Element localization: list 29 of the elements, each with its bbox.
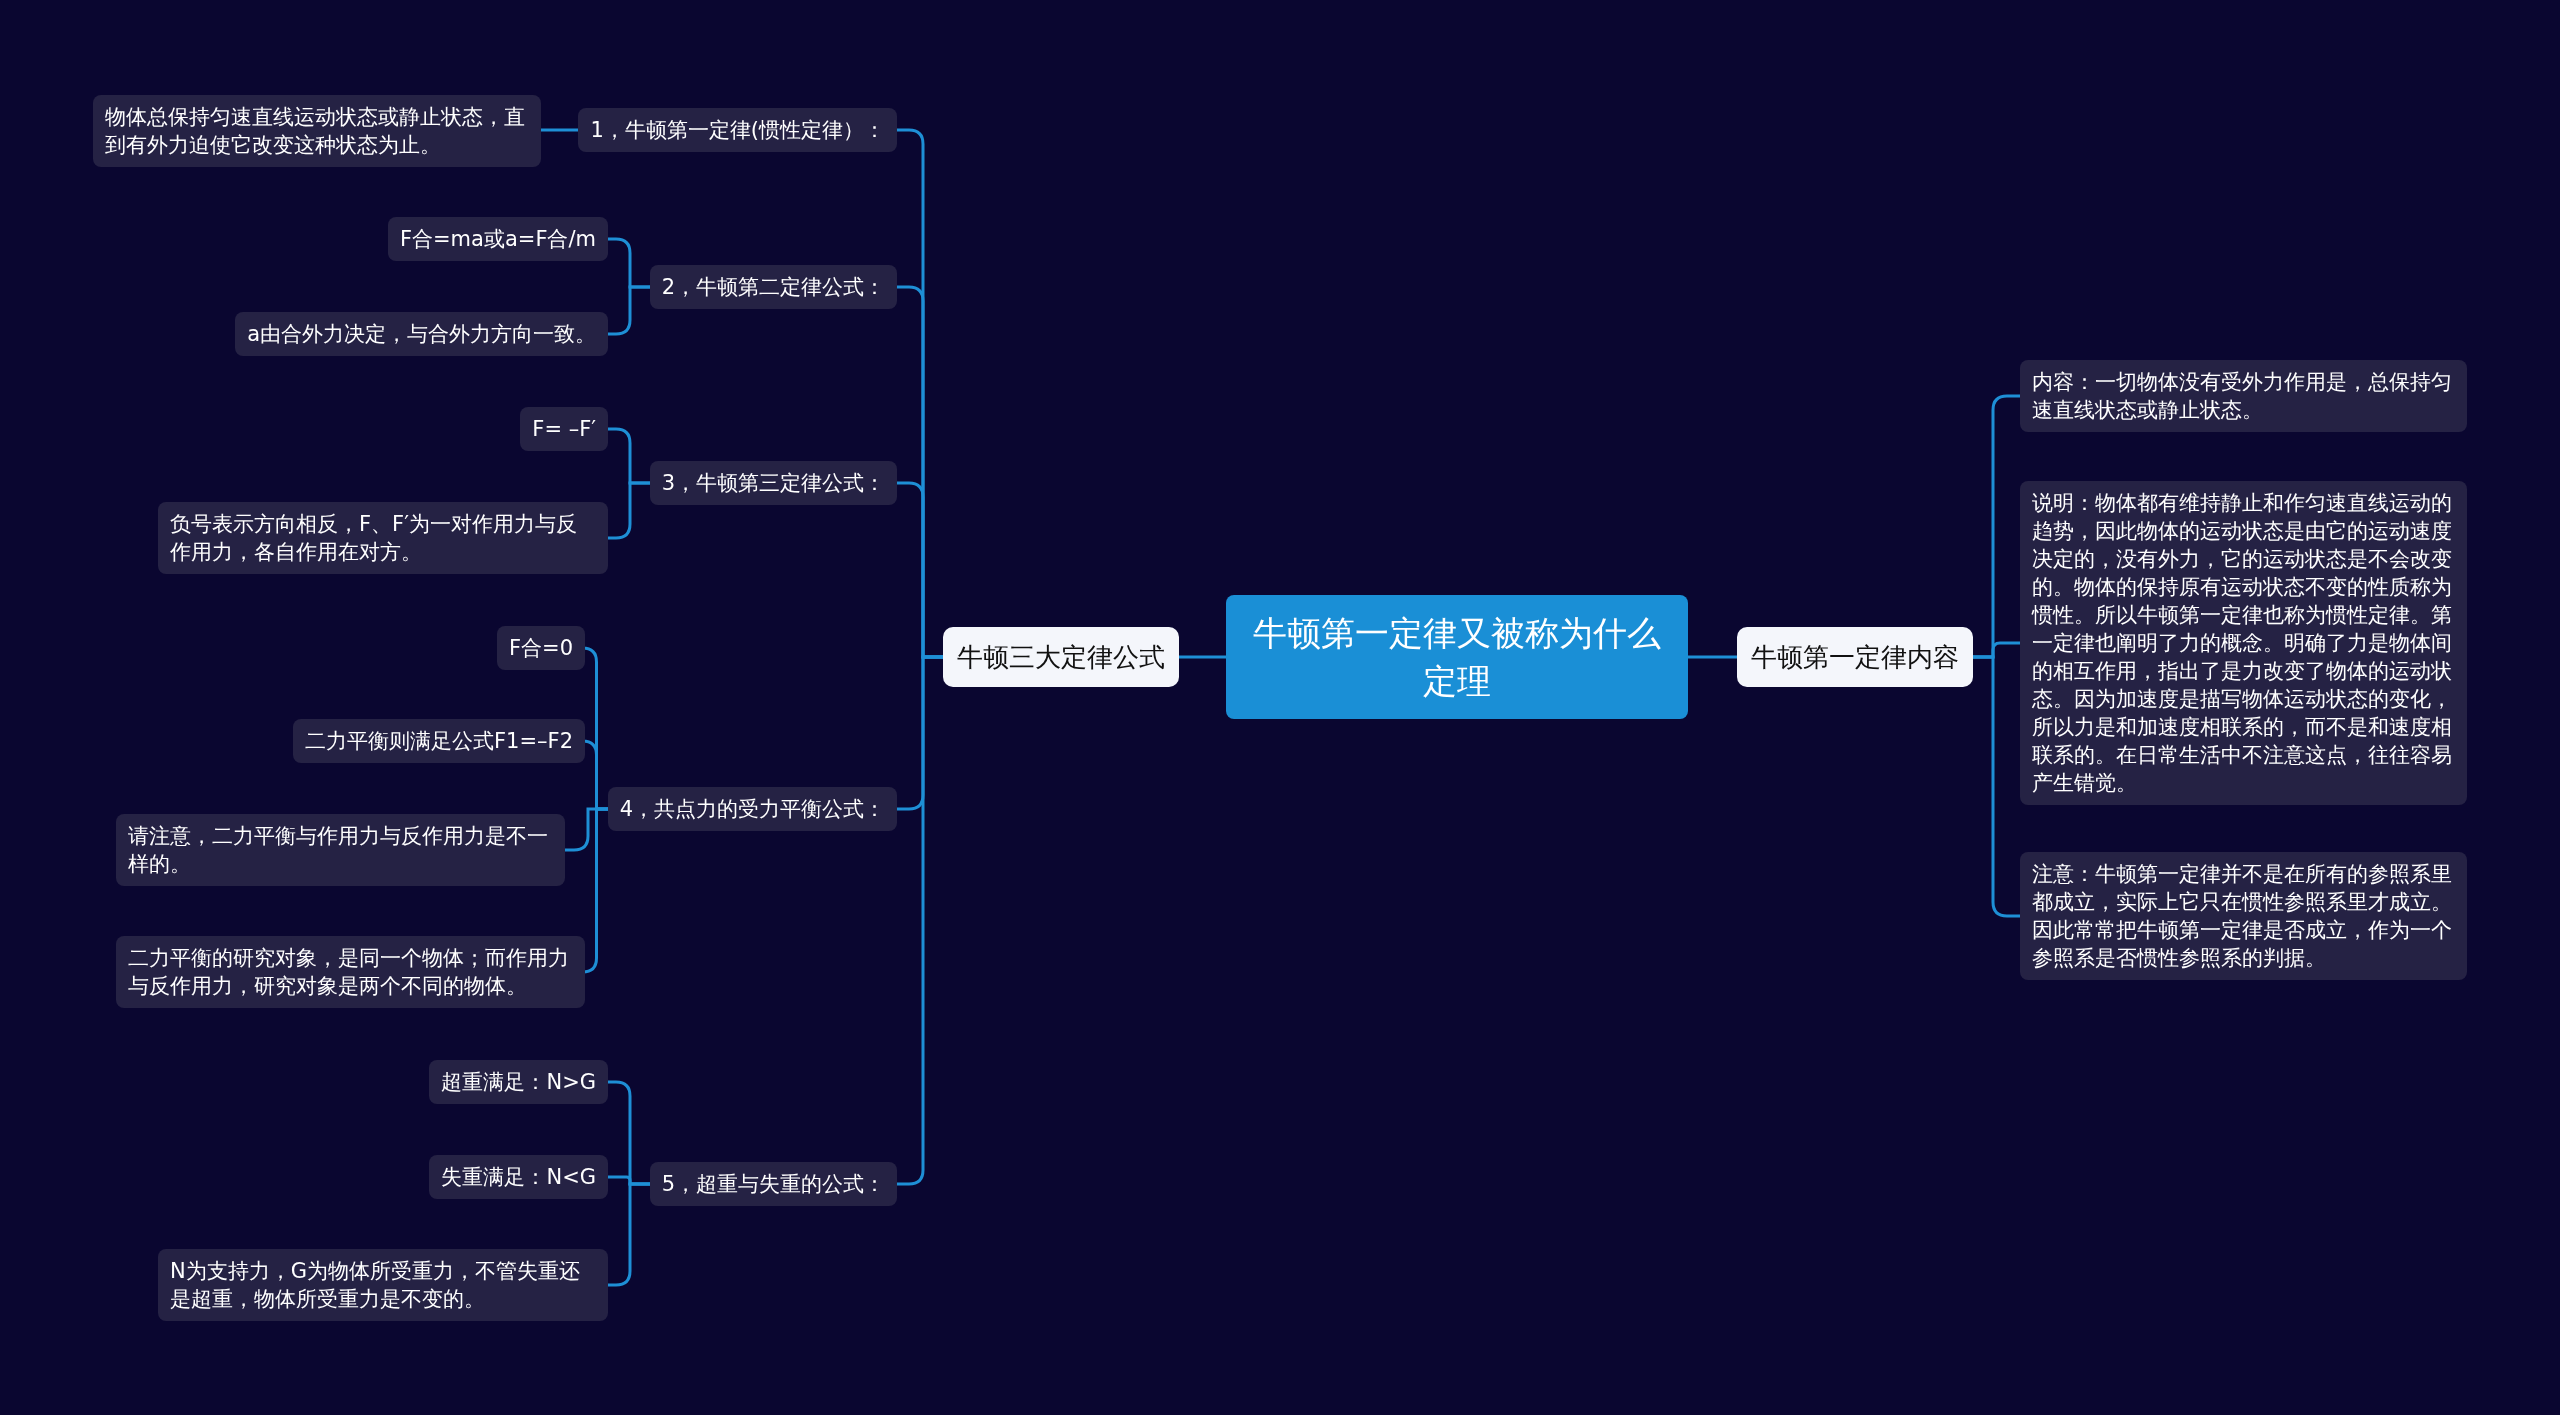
connector-line [1688,655,1737,659]
note-box: 失重满足：N<G [429,1155,608,1199]
note-box: 二力平衡的研究对象，是同一个物体；而作用力与反作用力，研究对象是两个不同的物体。 [116,936,585,1008]
note-box: 注意：牛顿第一定律并不是在所有的参照系里都成立，实际上它只在惯性参照系里才成立。因此常常把牛顿第一定律是否成立，作为一个参照系是否惯性参照系的判据。 [2020,852,2467,980]
note-box: 超重满足：N>G [429,1060,608,1104]
note-box: 4，共点力的受力平衡公式： [607,787,897,831]
topic-box: 牛顿第一定律又被称为什么定理 [1226,595,1688,719]
note-box: a由合外力决定，与合外力方向一致。 [235,312,608,356]
note-box: F= –F′ [520,407,608,451]
branch-box: 牛顿第一定律内容 [1737,627,1973,687]
branch-box: 牛顿三大定律公式 [943,627,1179,687]
note-box: 请注意，二力平衡与作用力与反作用力是不一样的。 [116,814,565,886]
note-box: 2，牛顿第二定律公式： [649,265,897,309]
note-box: 物体总保持匀速直线运动状态或静止状态，直到有外力迫使它改变这种状态为止。 [93,95,541,167]
connector-line [608,1182,650,1287]
note-box: 二力平衡则满足公式F1=–F2 [293,719,585,763]
connector-line [1179,655,1226,659]
note-box: 5，超重与失重的公式： [649,1162,897,1206]
note-box: N为支持力，G为物体所受重力，不管失重还是超重，物体所受重力是不变的。 [158,1249,608,1321]
note-box: 说明：物体都有维持静止和作匀速直线运动的趋势，因此物体的运动状态是由它的运动速度决定的，没有外力，它的运动状态是不会改变的。物体的保持原有运动状态不变的性质称为惯性。所以牛顿第一定律也称为惯性定律。第一定律也阐明了力的概念。明确了力是物体间的相互作用，指出了是力改变了物体的运动状态。因为加速度是描写物体运动状态的变化，所以力是和加速度相联系的，而不是和速度相联系的。在日常生活中不注意这点，往往容易产生错觉。 [2020,481,2467,805]
note-box: 3，牛顿第三定律公式： [649,461,897,505]
connector-line [608,285,650,336]
note-box: 1，牛顿第一定律(惯性定律）： [578,108,897,152]
connector-line [608,481,650,540]
note-box: 负号表示方向相反，F、F′为一对作用力与反作用力，各自作用在对方。 [158,502,608,574]
connector-line [541,128,578,132]
note-box: F合=ma或a=F合/m [387,217,608,261]
note-box: 内容：一切物体没有受外力作用是，总保持匀速直线状态或静止状态。 [2020,360,2467,432]
note-box: F合=0 [496,626,585,670]
